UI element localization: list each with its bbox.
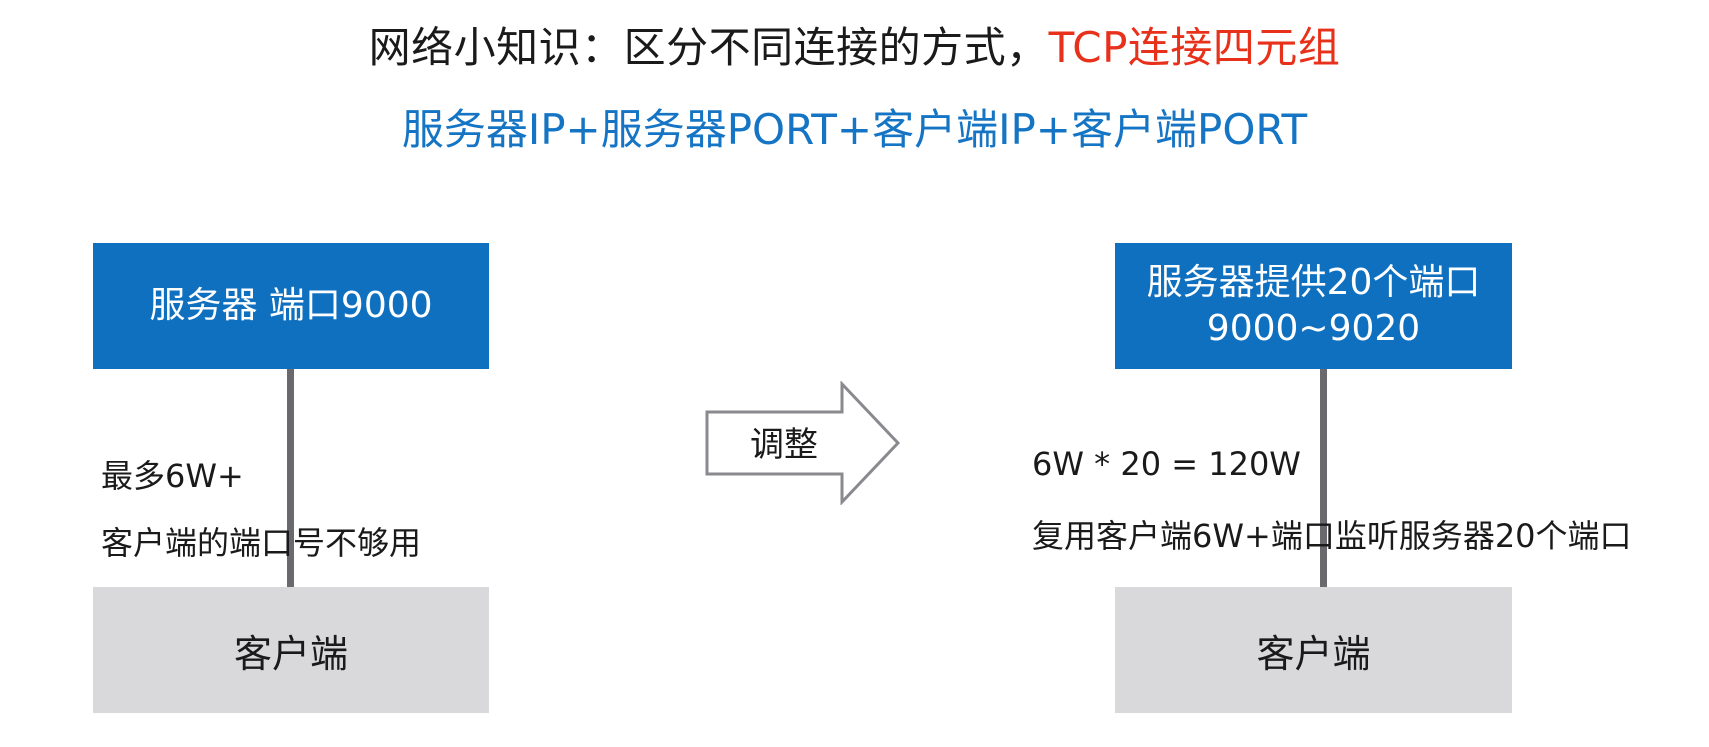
title-prefix: 网络小知识：区分不同连接的方式， (368, 23, 1049, 72)
title-accent: TCP连接四元组 (1048, 23, 1341, 72)
left-client-box: 客户端 (93, 587, 489, 713)
right-server-label-line2: 9000~9020 (1206, 308, 1421, 349)
arrow-right-icon (705, 381, 901, 505)
arrow-label: 调整 (750, 425, 818, 465)
left-note-line2: 客户端的端口号不够用 (101, 524, 422, 562)
left-client-label: 客户端 (233, 631, 348, 676)
right-connector-line (1320, 369, 1327, 587)
left-note-line1: 最多6W+ (101, 457, 244, 495)
left-connector-line (287, 369, 294, 587)
page-subtitle: 服务器IP+服务器PORT+客户端IP+客户端PORT (401, 105, 1308, 154)
right-server-label-line1: 服务器提供20个端口 (1146, 262, 1481, 303)
right-server-box: 服务器提供20个端口 9000~9020 (1115, 243, 1512, 369)
adjust-arrow: 调整 (704, 381, 904, 505)
right-note-line2: 复用客户端6W+端口监听服务器20个端口 (1032, 517, 1632, 555)
right-client-label: 客户端 (1256, 631, 1371, 676)
left-server-box: 服务器 端口9000 (93, 243, 489, 369)
page-title: 网络小知识：区分不同连接的方式，TCP连接四元组 (0, 14, 1709, 75)
right-client-box: 客户端 (1115, 587, 1512, 713)
left-server-label: 服务器 端口9000 (149, 285, 433, 326)
right-note-line1: 6W * 20 = 120W (1032, 445, 1301, 483)
